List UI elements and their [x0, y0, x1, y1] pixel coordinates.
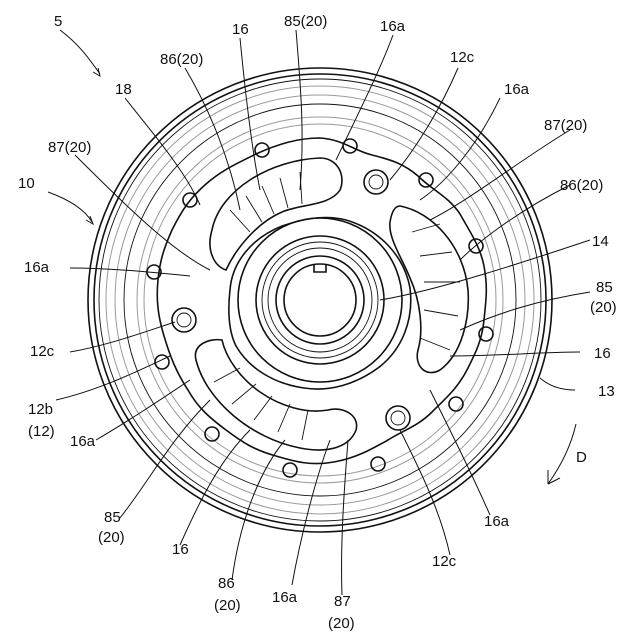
label-85-20-top: 85(20) — [284, 13, 327, 30]
label-D: D — [576, 449, 587, 466]
label-18: 18 — [115, 81, 132, 98]
label-12c-top: 12c — [450, 49, 475, 66]
label-20-lower-a: (20) — [98, 529, 125, 546]
label-87-20-left: 87(20) — [48, 139, 91, 156]
label-85-lower: 85 — [104, 509, 121, 526]
blade-windows — [195, 158, 468, 450]
label-86-bottom: 86 — [218, 575, 235, 592]
label-20-bottom-b: (20) — [328, 615, 355, 632]
label-12b: 12b — [28, 401, 53, 418]
label-14: 14 — [592, 233, 609, 250]
label-13: 13 — [598, 383, 615, 400]
label-16-lower: 16 — [172, 541, 189, 558]
hub-rings — [238, 218, 402, 382]
label-16a-left: 16a — [24, 259, 50, 276]
label-16a-lower-left: 16a — [70, 433, 96, 450]
label-16a-upper-right: 16a — [504, 81, 530, 98]
rotation-arrow — [548, 424, 576, 484]
label-16a-bottom: 16a — [272, 589, 298, 606]
label-87-20-right: 87(20) — [544, 117, 587, 134]
label-20-right: (20) — [590, 299, 617, 316]
label-87-bottom: 87 — [334, 593, 351, 610]
label-12c-left: 12c — [30, 343, 55, 360]
label-16a-lower-right: 16a — [484, 513, 510, 530]
label-16-right: 16 — [594, 345, 611, 362]
label-16-top: 16 — [232, 21, 249, 38]
label-20-bottom-a: (20) — [214, 597, 241, 614]
label-12-paren: (12) — [28, 423, 55, 440]
label-10: 10 — [18, 175, 35, 192]
label-85-right: 85 — [596, 279, 613, 296]
labels: 5 10 18 16 85(20) 86(20) 16a 12c 16a 87(… — [18, 13, 617, 632]
label-12c-bottom: 12c — [432, 553, 457, 570]
label-5: 5 — [54, 13, 62, 30]
leader-lines — [48, 30, 590, 595]
label-86-20-right: 86(20) — [560, 177, 603, 194]
label-16a-top: 16a — [380, 18, 406, 35]
label-86-20-top: 86(20) — [160, 51, 203, 68]
